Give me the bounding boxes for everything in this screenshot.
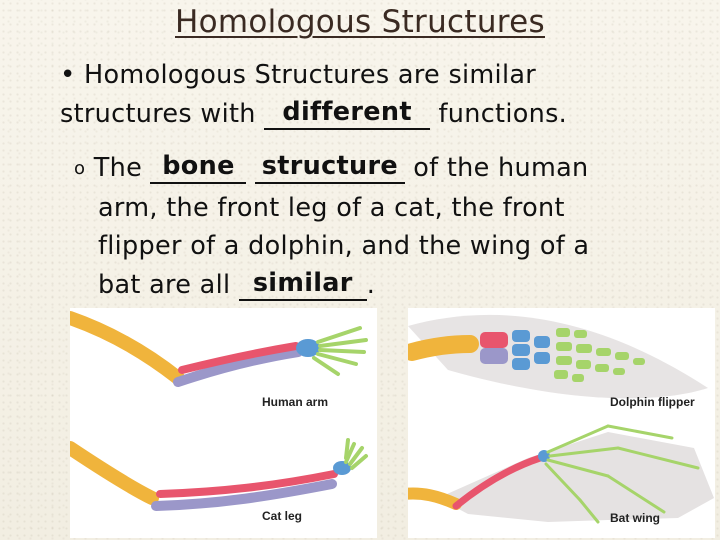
human-humerus (63, 311, 185, 385)
human-arm-cat-leg-illustration: Human arm Cat leg (63, 311, 368, 523)
bat-wing-bones (398, 424, 700, 524)
human-radius (178, 342, 300, 374)
fill-blank-similar: similar (238, 270, 367, 301)
cat-carpals (333, 461, 351, 475)
label-cat-leg: Cat leg (262, 509, 302, 523)
dolphin-humerus (403, 335, 479, 361)
bullet-1-line-2: structures with different functions. (60, 97, 568, 130)
human-ulna (173, 347, 303, 387)
bat-humerus (398, 487, 462, 510)
human-carpals (296, 339, 320, 357)
right-figure-panel: Dolphin flipper Bat wing (398, 308, 715, 538)
dolphin-carpals (512, 330, 550, 370)
dolphin-radius (480, 332, 508, 348)
human-arm-bones (63, 311, 368, 387)
cat-ulna (151, 479, 337, 511)
cat-humerus (63, 441, 159, 505)
bullet-2-line-3: flipper of a dolphin, and the wing of a (98, 231, 590, 261)
bullet-2-line-4: bat are all similar. (98, 268, 376, 301)
bullet-1-line-1: • Homologous Structures are similar (60, 60, 537, 90)
cat-radius (156, 470, 338, 498)
label-dolphin-flipper: Dolphin flipper (610, 395, 695, 409)
bullet-icon: • (60, 60, 76, 90)
dolphin-phalanges (554, 328, 645, 382)
circle-bullet-icon: o (74, 158, 86, 179)
human-phalanges (312, 326, 368, 376)
left-figure-panel: Human arm Cat leg (63, 308, 377, 538)
bat-radius (452, 454, 544, 510)
label-bat-wing: Bat wing (610, 511, 660, 525)
label-human-arm: Human arm (262, 395, 328, 409)
fill-blank-bone: bone (150, 153, 247, 184)
dolphin-flipper-bat-wing-illustration: Dolphin flipper Bat wing (398, 314, 714, 525)
bat-phalanges (544, 424, 700, 524)
cat-phalanges (344, 438, 368, 470)
bat-wing-membrane (438, 432, 714, 522)
dolphin-flipper-bones (403, 328, 645, 382)
bullet-2-line-1: o The bone structure of the human (74, 151, 589, 184)
fill-blank-different: different (264, 99, 431, 130)
slide-title: Homologous Structures (175, 4, 545, 40)
bullet-2-line-2: arm, the front leg of a cat, the front (98, 193, 565, 223)
dolphin-ulna (480, 348, 508, 364)
fill-blank-structure: structure (254, 153, 405, 184)
cat-leg-bones (63, 438, 368, 511)
